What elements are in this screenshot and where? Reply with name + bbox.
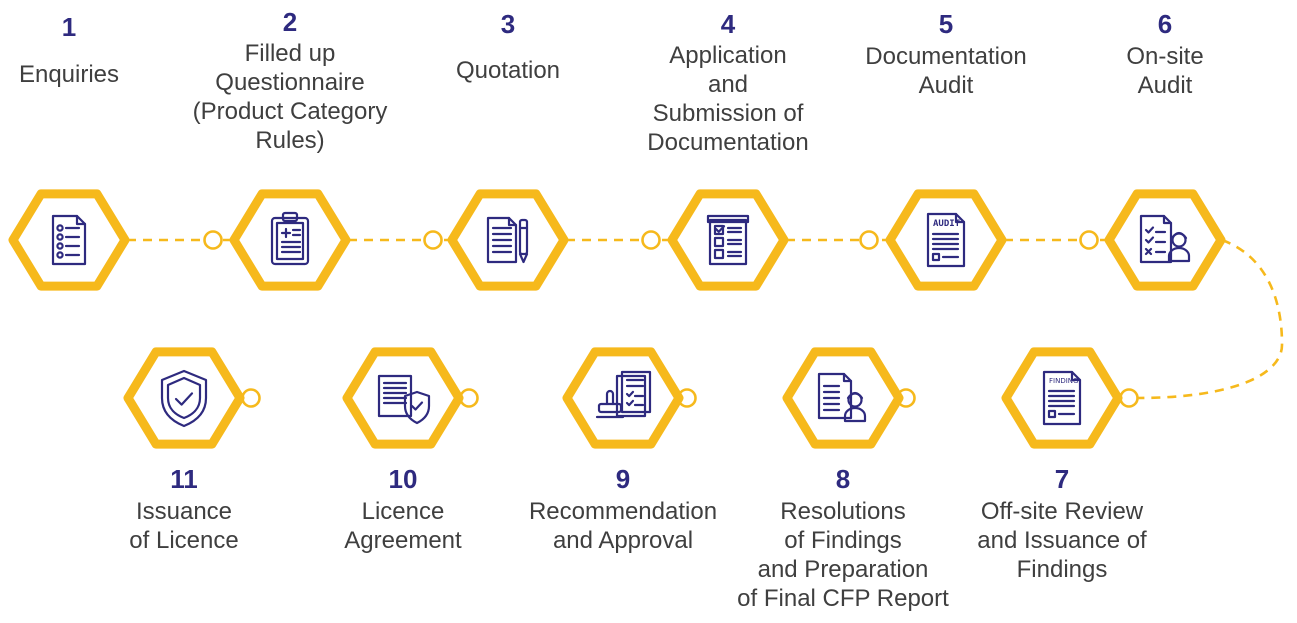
step-2-node xyxy=(229,189,351,291)
step-hexagon xyxy=(229,189,351,291)
step-label: Documentation Audit xyxy=(865,43,1027,99)
step-label: Recommendation and Approval xyxy=(528,498,718,554)
step-label: Filled up Questionnaire (Product Categor… xyxy=(192,40,388,154)
step-number: 10 xyxy=(388,464,418,494)
step-8-node xyxy=(782,347,904,449)
auditor-checklist-icon xyxy=(1139,214,1191,264)
step-number: 7 xyxy=(1054,464,1070,494)
checkbox-form-icon xyxy=(706,214,750,266)
step-label: Enquiries xyxy=(18,61,120,88)
audit-document-icon: AUDIT xyxy=(926,212,966,268)
stamp-approval-icon xyxy=(595,370,652,419)
step-5-node: AUDIT xyxy=(885,189,1007,291)
clipboard-icon xyxy=(270,211,310,266)
step-number: 6 xyxy=(1157,9,1173,39)
step-hexagon xyxy=(782,347,904,449)
connector-curve xyxy=(1135,238,1284,400)
step-number: 11 xyxy=(170,464,198,494)
step-3-node xyxy=(447,189,569,291)
finding-document-icon: FINDING xyxy=(1042,370,1082,426)
connector-node xyxy=(203,230,223,250)
step-number: 8 xyxy=(835,464,851,494)
step-hexagon xyxy=(1104,189,1226,291)
audit-icon-text: AUDIT xyxy=(933,219,961,229)
connector-node xyxy=(641,230,661,250)
connector-node xyxy=(859,230,879,250)
step-7-node: FINDING xyxy=(1001,347,1123,449)
step-label: On-site Audit xyxy=(1126,43,1204,99)
step-label: Resolutions of Findings and Preparation … xyxy=(737,498,949,612)
step-10-node xyxy=(342,347,464,449)
step-9-node xyxy=(562,347,684,449)
step-label: Quotation xyxy=(455,57,561,84)
step-number: 9 xyxy=(615,464,631,494)
step-11-node xyxy=(123,347,245,449)
step-label: Issuance of Licence xyxy=(129,498,239,554)
step-number: 3 xyxy=(500,9,516,39)
connector-node xyxy=(241,388,261,408)
step-number: 2 xyxy=(282,7,298,37)
connector-node xyxy=(423,230,443,250)
agreement-shield-icon xyxy=(377,374,431,425)
step-hexagon xyxy=(1001,347,1123,449)
step-label: Application and Submission of Documentat… xyxy=(647,42,809,156)
checklist-icon xyxy=(51,214,87,266)
step-number: 5 xyxy=(938,9,954,39)
step-number: 4 xyxy=(720,9,736,39)
step-number: 1 xyxy=(61,12,77,42)
step-label: Off-site Review and Issuance of Findings xyxy=(977,498,1147,583)
shield-check-icon xyxy=(160,369,208,428)
report-person-icon xyxy=(817,372,867,423)
step-hexagon xyxy=(123,347,245,449)
connector-node xyxy=(1079,230,1099,250)
step-4-node xyxy=(667,189,789,291)
step-6-node xyxy=(1104,189,1226,291)
step-1-node xyxy=(8,189,130,291)
step-hexagons: AUDIT FINDING xyxy=(8,189,1226,449)
step-hexagon xyxy=(8,189,130,291)
finding-icon-text: FINDING xyxy=(1049,377,1078,385)
document-pen-icon xyxy=(486,216,529,264)
connector-node xyxy=(1119,388,1139,408)
step-label: Licence Agreement xyxy=(344,498,462,554)
